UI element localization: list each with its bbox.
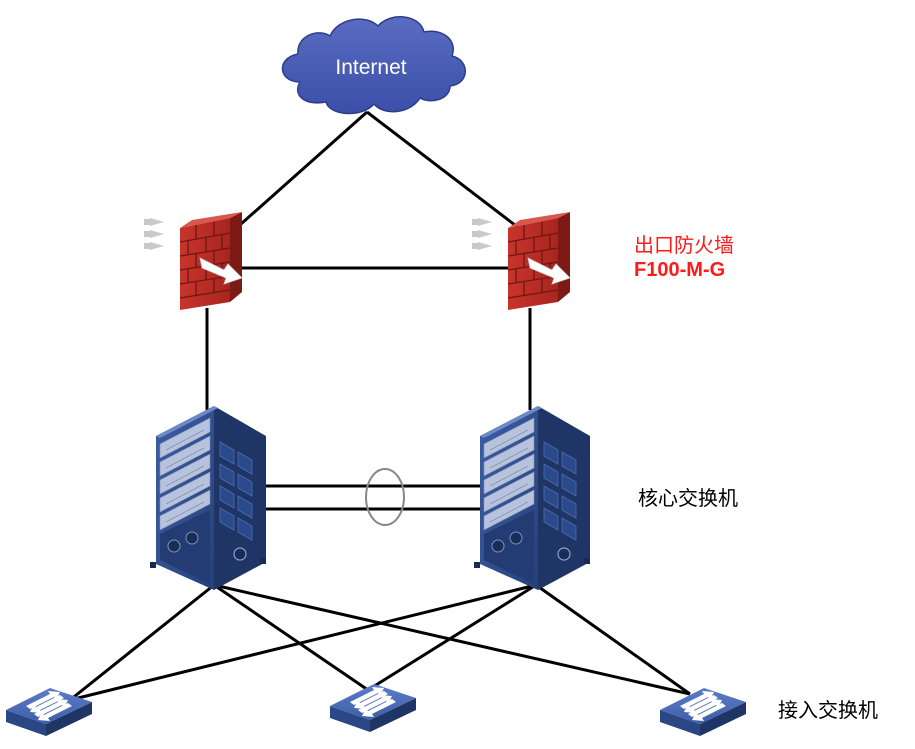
link-core-right-access-2: [367, 583, 537, 692]
firewall-icon: [143, 211, 243, 311]
internet-label: Internet: [335, 56, 407, 79]
links: [69, 110, 691, 702]
cloud-icon: [281, 16, 466, 115]
link-core-left-access-1: [69, 583, 215, 702]
link-aggregation-ring: [365, 468, 405, 526]
core-switch-label: 核心交换机: [638, 486, 738, 510]
link-core-right-access-1: [69, 583, 537, 702]
link-core-left-access-2: [213, 583, 369, 692]
access-switch-icon: [6, 688, 92, 736]
core-switch-icon: [149, 405, 267, 591]
firewall-label: 出口防火墙: [634, 233, 734, 257]
access-switch-icon: [660, 688, 746, 736]
access-switch-label: 接入交换机: [778, 698, 878, 722]
link-internet-firewall-right: [366, 110, 525, 234]
link-internet-firewall-left: [231, 110, 368, 234]
link-core-right-access-3: [535, 583, 691, 696]
link-core-left-access-3: [213, 583, 691, 696]
core-switch-icon: [473, 405, 591, 591]
firewall-icon: [471, 211, 571, 311]
access-switch-icon: [330, 684, 416, 732]
firewall-model-label: F100-M-G: [634, 259, 726, 281]
